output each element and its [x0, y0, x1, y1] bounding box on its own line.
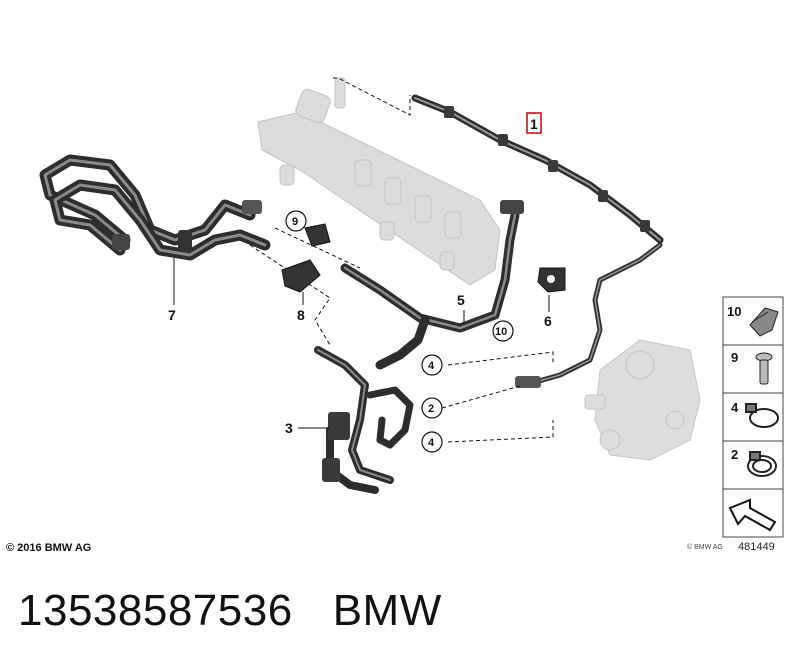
pump-ghost [584, 339, 701, 461]
ref-circle-4b [421, 431, 443, 453]
hose-clamp-icon-4 [745, 403, 779, 428]
feed-line-5 [340, 200, 524, 370]
arrow-icon [728, 498, 777, 532]
leak-off-line [411, 94, 664, 244]
ref-9: 9 [292, 216, 298, 228]
screw-icon-9 [755, 352, 773, 385]
ref-2: 2 [428, 403, 434, 415]
part-callouts: 1 3 5 6 7 8 [168, 112, 552, 436]
callout-6: 6 [544, 313, 552, 329]
ref-circle-9 [285, 210, 307, 232]
legend-panel [722, 296, 784, 538]
parts-diagram: 1 3 5 6 7 8 9 10 4 2 4 10 9 4 2 [39, 77, 784, 538]
callout-3: 3 [285, 420, 293, 436]
circled-refs [285, 210, 514, 453]
callout-8: 8 [297, 307, 305, 323]
ref-4a: 4 [428, 360, 435, 372]
ref-10: 10 [495, 326, 507, 338]
leader-lines [249, 77, 554, 443]
legend-item-10: 10 [727, 304, 741, 319]
pump-line [515, 242, 663, 388]
brand-name: BMW [332, 586, 442, 635]
return-line [39, 154, 271, 261]
legend-item-4: 4 [731, 400, 739, 415]
part-number: 13538587536 [18, 586, 293, 635]
bmw-ag-mark: © BMW AG [687, 544, 723, 551]
ref-circle-10 [492, 320, 514, 342]
callout-5: 5 [457, 292, 465, 308]
hose-clamp-icon-2 [747, 451, 777, 477]
callout-1-box [526, 112, 542, 134]
lower-lines-3 [314, 346, 414, 494]
callout-1: 1 [530, 116, 538, 132]
clamp-icon-10 [749, 307, 779, 337]
legend-item-2: 2 [731, 447, 738, 462]
ref-4b: 4 [428, 437, 435, 449]
diagram-number: 481449 [738, 541, 775, 553]
callout-7: 7 [168, 307, 176, 323]
brackets [281, 223, 331, 293]
ref-circle-4a [421, 354, 443, 376]
footer: 13538587536 BMW [18, 586, 482, 636]
legend-item-9: 9 [731, 350, 738, 365]
gasket-6 [537, 267, 566, 293]
copyright: © 2016 BMW AG [6, 542, 92, 554]
fuel-rail-ghost [257, 77, 501, 286]
